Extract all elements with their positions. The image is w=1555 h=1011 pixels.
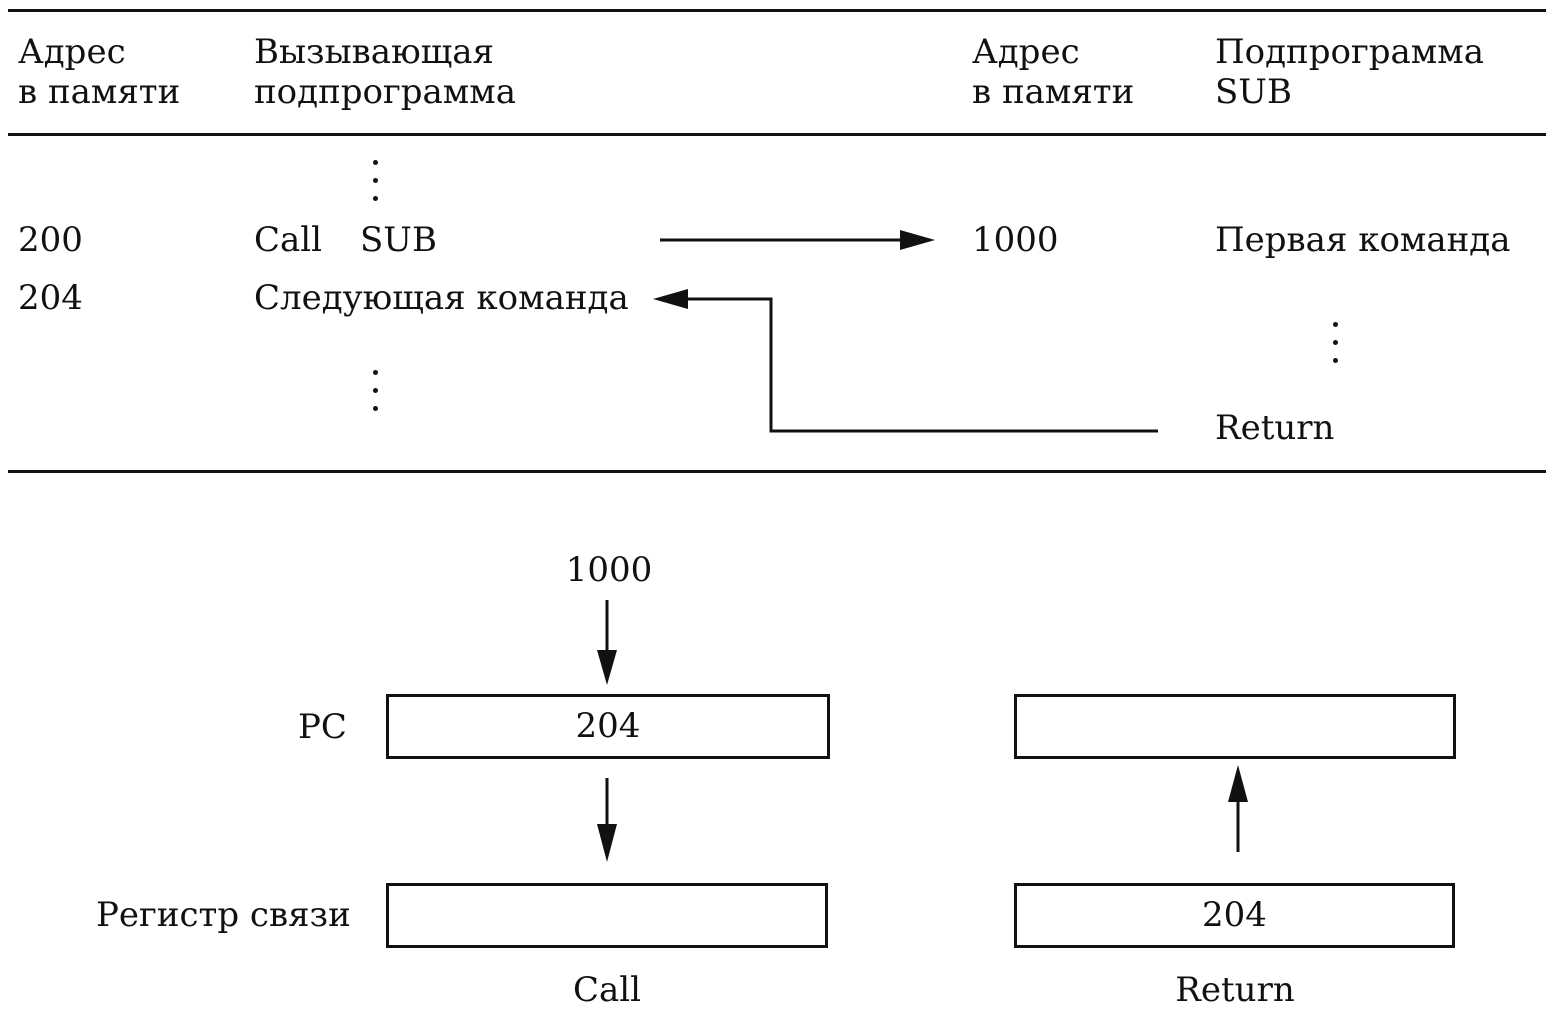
header-address-left-line1: Адрес bbox=[18, 32, 126, 72]
caller-row-address: 200 bbox=[18, 220, 83, 260]
return-link-value: 204 bbox=[1202, 895, 1267, 935]
header-address-left-line2: в памяти bbox=[18, 72, 181, 112]
subroutine-ellipsis bbox=[1333, 322, 1339, 376]
table-top-rule bbox=[8, 9, 1546, 12]
pc-label: PC bbox=[298, 707, 347, 747]
call-pc-register: 204 bbox=[386, 694, 830, 759]
caller-row-text: Следующая команда bbox=[254, 278, 629, 318]
caller-row-address: 204 bbox=[18, 278, 83, 318]
caller-row-arg: SUB bbox=[360, 220, 437, 260]
header-caller-line1: Вызывающая bbox=[254, 32, 494, 72]
caller-row-op: Call bbox=[254, 220, 323, 260]
call-arrowhead-icon bbox=[900, 230, 935, 250]
caller-ellipsis-bottom bbox=[373, 370, 379, 424]
header-subroutine-line2: SUB bbox=[1215, 72, 1292, 112]
return-arrowhead-icon bbox=[653, 289, 688, 309]
header-caller-line2: подпрограмма bbox=[254, 72, 516, 112]
call-link-register bbox=[386, 883, 828, 948]
return-caption: Return bbox=[1175, 970, 1295, 1010]
pc-to-link-arrowhead-icon bbox=[597, 824, 617, 862]
return-link-register: 204 bbox=[1014, 883, 1455, 948]
header-subroutine-line1: Подпрограмма bbox=[1215, 32, 1484, 72]
input-arrowhead-icon bbox=[597, 650, 617, 685]
link-to-pc-arrowhead-icon bbox=[1228, 765, 1248, 802]
link-register-label: Регистр связи bbox=[96, 895, 351, 935]
header-address-right-line2: в памяти bbox=[972, 72, 1135, 112]
table-bottom-rule bbox=[8, 470, 1546, 473]
subroutine-row-text: Первая команда bbox=[1215, 220, 1511, 260]
return-pc-register bbox=[1014, 694, 1456, 759]
subroutine-row-address: 1000 bbox=[972, 220, 1059, 260]
return-path-line bbox=[680, 297, 1158, 433]
caller-ellipsis-top bbox=[373, 160, 379, 214]
call-input-value: 1000 bbox=[565, 550, 653, 590]
header-address-right-line1: Адрес bbox=[972, 32, 1080, 72]
call-pc-value: 204 bbox=[575, 706, 641, 746]
subroutine-return-text: Return bbox=[1215, 408, 1335, 448]
table-header-rule bbox=[8, 133, 1546, 136]
call-caption: Call bbox=[572, 970, 642, 1010]
